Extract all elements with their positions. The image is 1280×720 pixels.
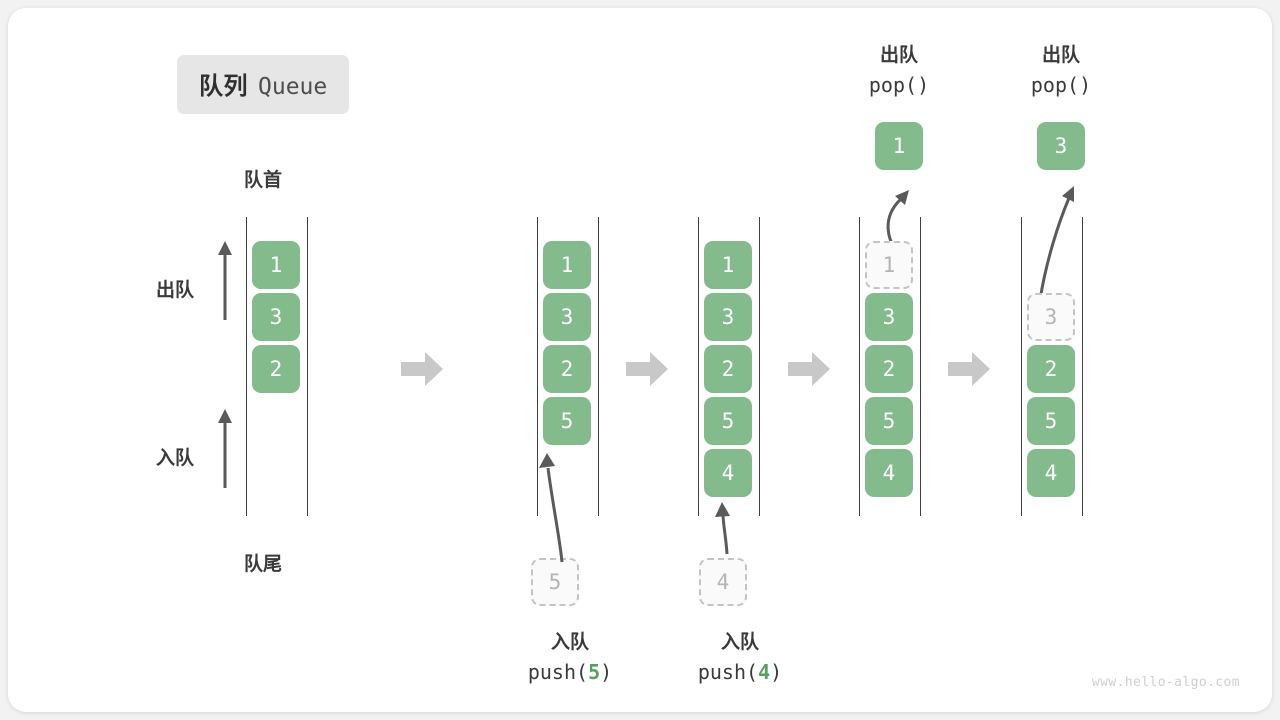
queue-cell: 1 — [543, 241, 591, 289]
rail-right-stage-4 — [920, 217, 921, 516]
queue-cell: 3 — [543, 293, 591, 341]
rail-left-stage-1 — [246, 217, 247, 516]
queue-front-label: 队首 — [244, 170, 283, 191]
pop-caption-stage-5: 出队 pop() — [1008, 41, 1114, 101]
flow-arrow-3-icon — [788, 352, 830, 386]
popped-cell: 3 — [1037, 122, 1085, 170]
incoming-element-stage-2: 5 — [531, 558, 579, 606]
queue-rear-label: 队尾 — [244, 554, 283, 575]
push-caption-code-stage-3: push(4) — [697, 660, 783, 685]
push-caption-stage-3: 入队 push(4) — [687, 628, 793, 688]
dequeue-direction-label: 出队 — [156, 280, 195, 301]
queue-cell: 5 — [704, 397, 752, 445]
flow-arrow-2-icon — [626, 352, 668, 386]
enqueue-direction-label: 入队 — [156, 448, 195, 469]
popped-cell: 1 — [875, 122, 923, 170]
push-caption-cn-stage-3: 入队 — [720, 632, 759, 653]
rail-left-stage-3 — [698, 217, 699, 516]
popped-element-stage-5: 3 — [1037, 122, 1085, 170]
queue-cell: 2 — [704, 345, 752, 393]
title-chinese: 队列 — [199, 73, 248, 100]
watermark: www.hello-algo.com — [1091, 675, 1240, 690]
push-caption-stage-2: 入队 push(5) — [517, 628, 623, 688]
queue-cell-ghost: 1 — [865, 241, 913, 289]
incoming-cell: 5 — [531, 558, 579, 606]
incoming-cell: 4 — [699, 558, 747, 606]
rail-right-stage-2 — [598, 217, 599, 516]
pop-caption-cn-stage-4: 出队 — [879, 45, 918, 66]
incoming-element-stage-3: 4 — [699, 558, 747, 606]
queue-cell: 4 — [865, 449, 913, 497]
push-arrow-stage-2 — [528, 440, 588, 565]
push-arrow-stage-3 — [698, 494, 754, 556]
pop-caption-code-stage-4: pop() — [868, 73, 930, 98]
rail-right-stage-5 — [1082, 217, 1083, 516]
diagram-title-badge: 队列 Queue — [177, 55, 350, 114]
queue-cell: 5 — [543, 397, 591, 445]
title-english: Queue — [258, 74, 328, 100]
pop-caption-cn-stage-5: 出队 — [1041, 45, 1080, 66]
queue-cell: 1 — [252, 241, 300, 289]
queue-cell: 3 — [865, 293, 913, 341]
queue-cell: 2 — [252, 345, 300, 393]
queue-cell: 5 — [865, 397, 913, 445]
rail-right-stage-3 — [759, 217, 760, 516]
popped-element-stage-4: 1 — [875, 122, 923, 170]
push-caption-code-stage-2: push(5) — [527, 660, 613, 685]
pop-arrow-stage-4 — [861, 184, 923, 246]
enqueue-direction-arrow — [214, 408, 236, 490]
rail-left-stage-2 — [537, 217, 538, 516]
queue-cell: 2 — [1027, 345, 1075, 393]
queue-cell: 5 — [1027, 397, 1075, 445]
push-caption-cn-stage-2: 入队 — [550, 632, 589, 653]
queue-cell: 2 — [865, 345, 913, 393]
rail-left-stage-4 — [859, 217, 860, 516]
queue-cell-ghost: 3 — [1027, 293, 1075, 341]
queue-cell: 4 — [704, 449, 752, 497]
pop-arrow-stage-5 — [1024, 182, 1086, 302]
queue-cell: 2 — [543, 345, 591, 393]
rail-right-stage-1 — [307, 217, 308, 516]
rail-left-stage-5 — [1021, 217, 1022, 516]
queue-cell: 4 — [1027, 449, 1075, 497]
queue-cell: 1 — [704, 241, 752, 289]
queue-cell: 3 — [252, 293, 300, 341]
pop-caption-stage-4: 出队 pop() — [846, 41, 952, 101]
dequeue-direction-arrow — [214, 240, 236, 322]
flow-arrow-4-icon — [948, 352, 990, 386]
flow-arrow-1-icon — [401, 352, 443, 386]
queue-cell: 3 — [704, 293, 752, 341]
pop-caption-code-stage-5: pop() — [1030, 73, 1092, 98]
